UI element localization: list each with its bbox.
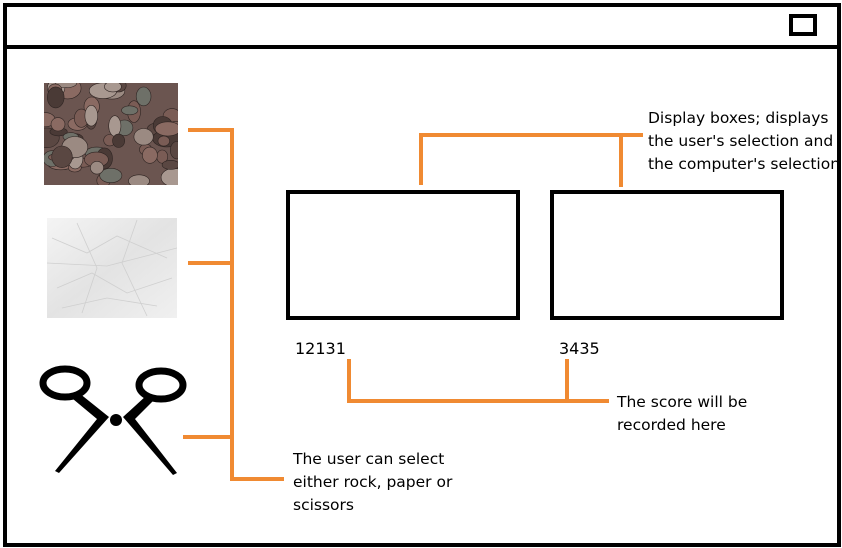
annotation-line: Display boxes; displays <box>648 109 829 127</box>
rock-stone <box>47 86 65 109</box>
annotation-line: The user can select <box>293 450 445 468</box>
annotation-line: either rock, paper or <box>293 473 453 491</box>
rock-stone <box>133 128 154 146</box>
selection-connector <box>188 128 284 481</box>
rock-stone <box>161 160 178 170</box>
selection-annotation: The user can select either rock, paper o… <box>293 448 452 517</box>
rock-option[interactable] <box>44 83 178 185</box>
display-boxes-annotation: Display boxes; displays the user's selec… <box>648 107 840 176</box>
user-selection-display <box>286 190 520 320</box>
display-connector <box>419 133 643 185</box>
rock-image <box>44 83 178 185</box>
rock-stone <box>135 86 152 107</box>
rock-stone <box>84 105 98 127</box>
app-window: 12131 3435 Display boxes; displays the u… <box>3 3 841 547</box>
score-connector <box>347 359 609 403</box>
rock-stone <box>121 105 139 116</box>
maximize-icon[interactable] <box>789 14 817 36</box>
rock-stone <box>51 145 73 168</box>
paper-option[interactable] <box>47 218 177 318</box>
annotation-line: scissors <box>293 496 354 514</box>
rock-stone <box>104 83 122 93</box>
annotation-line: the user's selection and <box>648 132 834 150</box>
rock-stone <box>170 141 178 160</box>
connector-lines <box>183 128 643 481</box>
scissors-icon <box>39 365 187 475</box>
title-bar <box>7 7 837 49</box>
rock-stone <box>112 133 125 148</box>
annotation-line: The score will be <box>617 393 748 411</box>
paper-image <box>47 218 177 318</box>
rock-stone <box>90 160 104 175</box>
rock-stone <box>154 121 178 137</box>
rock-stone <box>128 174 150 185</box>
rock-stone <box>142 146 158 164</box>
annotation-line: recorded here <box>617 416 726 434</box>
user-score: 12131 <box>295 339 346 358</box>
scissors-option[interactable] <box>37 365 197 485</box>
rock-stone <box>50 117 66 132</box>
score-annotation: The score will be recorded here <box>617 391 747 437</box>
annotation-line: the computer's selection <box>648 155 841 173</box>
rock-stone <box>99 168 123 184</box>
computer-score: 3435 <box>559 339 600 358</box>
computer-selection-display <box>550 190 784 320</box>
